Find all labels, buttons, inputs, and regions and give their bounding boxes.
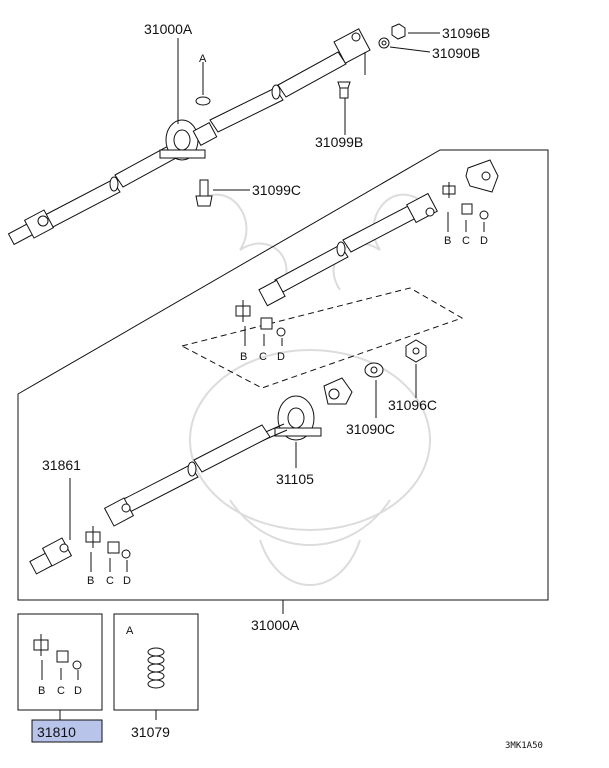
kit-label-c-lower: C bbox=[106, 575, 114, 587]
label-kit-31810[interactable]: 31810 bbox=[37, 724, 76, 740]
dashed-subframe bbox=[180, 287, 464, 389]
kit-label-b-upper: B bbox=[444, 235, 451, 247]
top-shaft-assembly bbox=[7, 23, 406, 246]
watermark-emblem bbox=[189, 193, 431, 586]
label-bolt-31099b: 31099B bbox=[315, 134, 363, 150]
kit-label-d-box: D bbox=[74, 685, 82, 697]
middle-ujoint-kit bbox=[235, 300, 286, 346]
top-leader-lines bbox=[177, 32, 440, 191]
label-nut-31096b: 31096B bbox=[442, 25, 490, 41]
kit-box-31079 bbox=[113, 613, 199, 720]
front-yoke-kit bbox=[29, 526, 131, 575]
kit-label-b-box: B bbox=[38, 685, 45, 697]
highlight-31810[interactable] bbox=[31, 719, 103, 743]
kit-label-c-middle: C bbox=[259, 351, 267, 363]
label-washer-31090b: 31090B bbox=[432, 45, 480, 61]
label-washer-a: A bbox=[199, 53, 207, 65]
front-shaft-lower bbox=[103, 424, 271, 527]
kit-label-a-box: A bbox=[126, 625, 134, 637]
exploded-leader-lines bbox=[69, 364, 417, 614]
kit-label-d-middle: D bbox=[277, 351, 285, 363]
label-bearing-31105: 31105 bbox=[276, 471, 314, 487]
kit-label-d-upper: D bbox=[480, 235, 488, 247]
kit-label-c-box: C bbox=[57, 685, 65, 697]
label-kit-31079: 31079 bbox=[131, 724, 170, 740]
label-nut-31096c: 31096C bbox=[388, 397, 437, 413]
rear-flange-kit bbox=[442, 159, 499, 232]
diagram-code: 3MK1A50 bbox=[505, 741, 543, 751]
kit-label-c-upper: C bbox=[462, 235, 470, 247]
center-bearing-exploded bbox=[253, 339, 427, 444]
kit-box-31810 bbox=[17, 613, 103, 720]
label-assembly-31000a: 31000A bbox=[251, 617, 300, 633]
label-yoke-31861: 31861 bbox=[42, 457, 81, 473]
rear-shaft-upper bbox=[258, 192, 438, 307]
label-bolt-31099c: 31099C bbox=[252, 182, 301, 198]
label-washer-31090c: 31090C bbox=[346, 421, 395, 437]
kit-label-b-lower: B bbox=[87, 575, 94, 587]
exploded-view-frame bbox=[17, 149, 549, 601]
kit-label-b-middle: B bbox=[240, 351, 247, 363]
label-top-shaft: 31000A bbox=[144, 21, 193, 37]
kit-label-d-lower: D bbox=[123, 575, 131, 587]
